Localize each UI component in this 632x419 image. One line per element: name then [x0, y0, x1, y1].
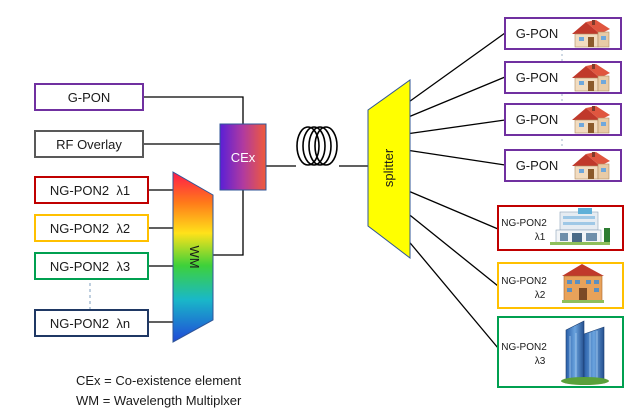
wavelength-multiplexer: WM — [172, 171, 214, 343]
output-box-ngpon2-lambda1: NG-PON2 λ1 — [497, 205, 624, 251]
output-label-ngpon2-lambda2-line1: NG-PON2 — [501, 276, 547, 287]
output-box-ngpon2-lambda2: NG-PON2 λ2 — [497, 262, 624, 309]
line-splitter-out-6 — [405, 211, 499, 287]
splitter-label: splitter — [381, 148, 396, 187]
output-label-gpon-3: G-PON — [516, 112, 559, 127]
coexistence-element: CEx — [219, 123, 267, 191]
house-icon — [572, 20, 610, 48]
output-label-ngpon2-lambda1-line1: NG-PON2 — [501, 218, 547, 229]
line-splitter-out-1 — [405, 32, 506, 105]
input-box-ngpon2-lambdan: NG-PON2 λn — [34, 309, 149, 337]
line-splitter-out-5 — [405, 189, 499, 230]
output-label-ngpon2-lambda3-line2: λ3 — [535, 356, 546, 367]
input-box-ngpon2-lambda1: NG-PON2 λ1 — [34, 176, 149, 204]
input-label-rf-overlay: RF Overlay — [56, 137, 122, 152]
line-wm-to-cex — [213, 190, 244, 256]
apartment-building-icon — [562, 264, 604, 303]
input-box-ngpon2-lambda2: NG-PON2 λ2 — [34, 214, 149, 242]
output-label-ngpon2-lambda3-line1: NG-PON2 — [501, 342, 547, 353]
line-splitter-out-2 — [405, 76, 506, 119]
legend-wm: WM = Wavelength Multiplxer — [76, 393, 242, 408]
input-box-gpon: G-PON — [34, 83, 144, 111]
connection-lines — [143, 32, 506, 349]
output-label-gpon-1: G-PON — [516, 26, 559, 41]
legend-cex: CEx = Co-existence element — [76, 373, 242, 388]
input-box-ngpon2-lambda3: NG-PON2 λ3 — [34, 252, 149, 280]
line-splitter-out-7 — [405, 237, 499, 349]
output-box-ngpon2-lambda3: NG-PON2 λ3 — [497, 316, 624, 388]
output-label-gpon-2: G-PON — [516, 70, 559, 85]
line-splitter-out-3 — [405, 119, 506, 135]
line-splitter-out-4 — [405, 149, 506, 166]
input-label-gpon: G-PON — [68, 90, 111, 105]
fiber-spool-icon — [296, 126, 338, 166]
splitter: splitter — [367, 79, 411, 260]
input-box-rf-overlay: RF Overlay — [34, 130, 144, 158]
input-label-ngpon2-lambdan: NG-PON2 λn — [50, 316, 130, 331]
input-label-ngpon2-lambda2: NG-PON2 λ2 — [50, 221, 130, 236]
house-icon — [572, 152, 610, 180]
wm-label: WM — [187, 245, 202, 268]
office-building-icon — [550, 208, 610, 245]
input-label-ngpon2-lambda3: NG-PON2 λ3 — [50, 259, 130, 274]
house-icon — [572, 64, 610, 92]
output-label-gpon-4: G-PON — [516, 158, 559, 173]
line-gpon-to-cex — [143, 96, 244, 124]
output-label-ngpon2-lambda2-line2: λ2 — [535, 290, 546, 301]
output-label-ngpon2-lambda1-line2: λ1 — [535, 232, 546, 243]
input-label-ngpon2-lambda1: NG-PON2 λ1 — [50, 183, 130, 198]
house-icon — [572, 106, 610, 134]
skyscraper-icon — [561, 320, 609, 385]
cex-label: CEx — [231, 150, 256, 165]
